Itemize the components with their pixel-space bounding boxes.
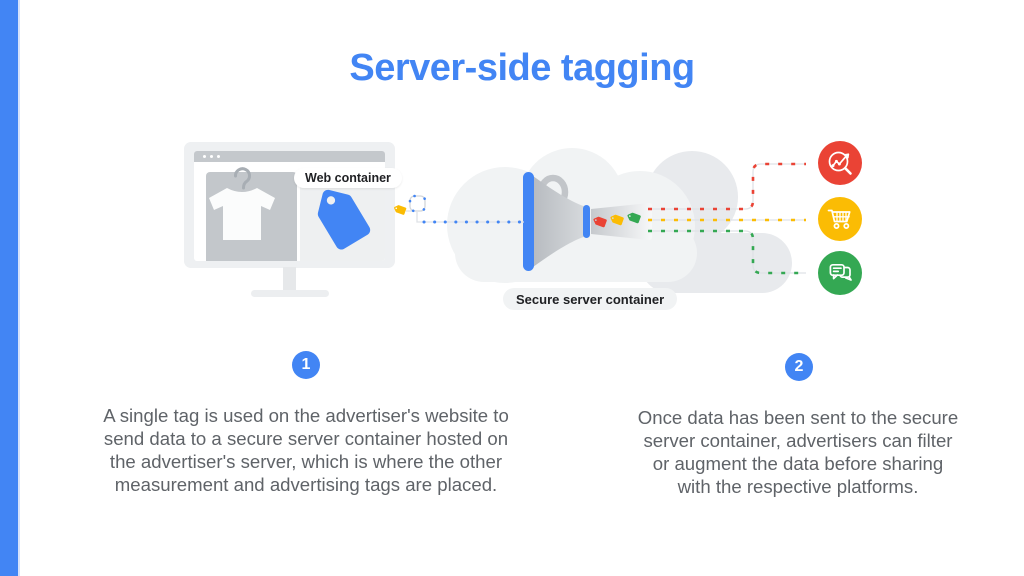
browser-toolbar — [194, 151, 385, 162]
analytics-search-icon — [828, 151, 852, 175]
step-2-badge: 2 — [785, 353, 813, 381]
messaging-platform-badge — [818, 251, 862, 295]
monitor-illustration — [184, 142, 395, 268]
secure-server-container-label: Secure server container — [503, 288, 678, 310]
event-tag-icon — [394, 205, 407, 215]
product-image-panel — [206, 172, 297, 261]
step-2-description: Once data has been sent to the secure se… — [637, 407, 959, 497]
yellow-tag-icon — [610, 214, 624, 226]
funnel-mouth-bar — [523, 172, 534, 271]
green-tag-icon — [627, 212, 641, 224]
page-title: Server-side tagging — [349, 47, 695, 89]
step-1-badge: 1 — [292, 351, 320, 379]
left-accent-bar-edge — [18, 0, 20, 576]
server-to-platform-connectors — [648, 162, 806, 275]
funnel-neck-band — [583, 205, 590, 238]
toolbar-dot — [217, 155, 221, 159]
web-container-label-text: Web container — [305, 171, 391, 185]
cloud-back — [640, 151, 792, 293]
funnel-illustration — [523, 172, 652, 271]
step-1-description: A single tag is used on the advertiser's… — [103, 405, 509, 495]
chat-icon — [829, 263, 852, 281]
toolbar-dot — [203, 155, 207, 159]
secure-server-label-text: Secure server container — [516, 291, 665, 307]
web-container-label: Web container — [294, 168, 402, 188]
web-to-server-connector — [394, 194, 526, 224]
toolbar-dot — [210, 155, 214, 159]
red-tag-icon — [593, 216, 607, 228]
monitor-stand-base — [251, 290, 329, 297]
shopping-cart-icon — [827, 209, 851, 229]
monitor-stand-neck — [283, 267, 296, 291]
left-accent-bar — [0, 0, 18, 576]
shopping-platform-badge — [818, 197, 862, 241]
analytics-platform-badge — [818, 141, 862, 185]
secure-server-cloud — [447, 148, 697, 283]
